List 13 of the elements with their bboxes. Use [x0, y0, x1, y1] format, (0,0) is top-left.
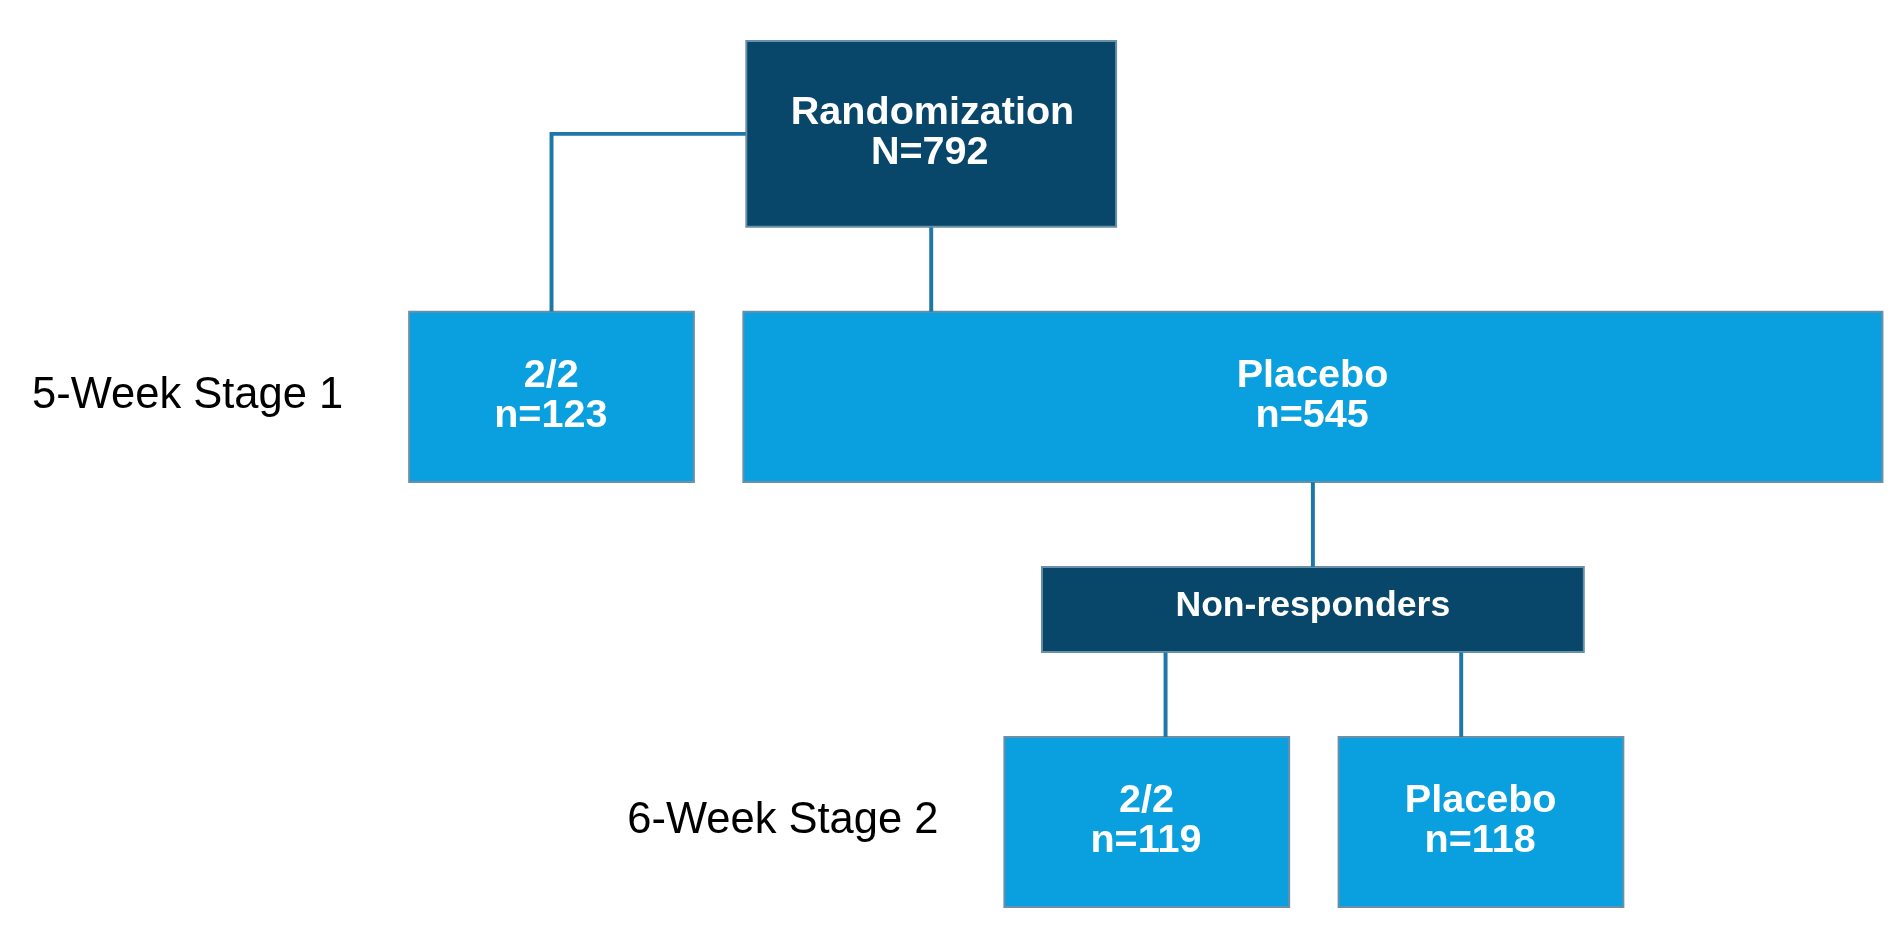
node-box: 2/2 n=123 — [408, 310, 695, 483]
connector — [1459, 652, 1464, 737]
node-box: Randomization N=792 — [745, 39, 1118, 228]
node-box: Placebo n=118 — [1337, 735, 1625, 908]
connector — [1163, 652, 1168, 737]
label: 6-Week Stage 2 — [627, 793, 939, 842]
node-box: 2/2 n=119 — [1003, 735, 1291, 908]
node-box: Placebo n=545 — [742, 310, 1884, 483]
node-box: Non-responders — [1040, 565, 1585, 653]
label: 5-Week Stage 1 — [32, 368, 344, 417]
connector — [549, 131, 746, 311]
connector — [1310, 481, 1315, 567]
connector — [929, 226, 934, 312]
